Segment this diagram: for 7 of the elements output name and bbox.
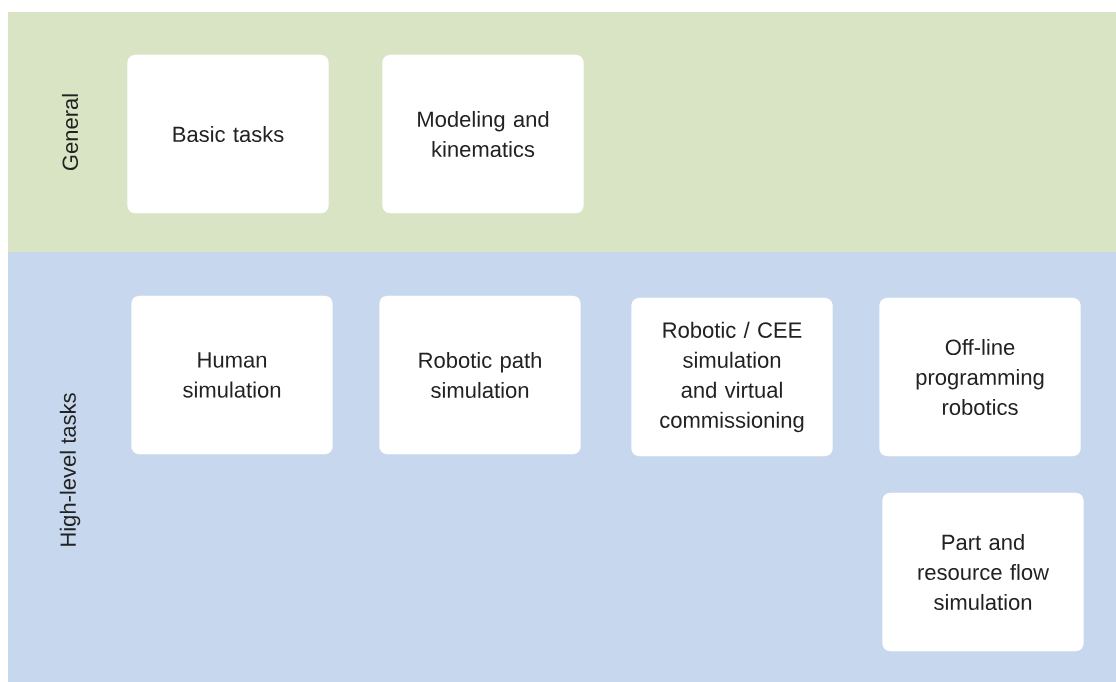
task-box: Robotic path simulation	[379, 295, 581, 455]
task-box: Off-line programming robotics	[879, 297, 1081, 457]
task-box: Modeling and kinematics	[382, 54, 584, 214]
task-box: Part and resource flow simulation	[882, 492, 1084, 652]
task-box: Human simulation	[131, 295, 333, 455]
task-box: Basic tasks	[127, 54, 329, 214]
task-box: Robotic / CEE simulation and virtual commissioning	[631, 297, 833, 457]
